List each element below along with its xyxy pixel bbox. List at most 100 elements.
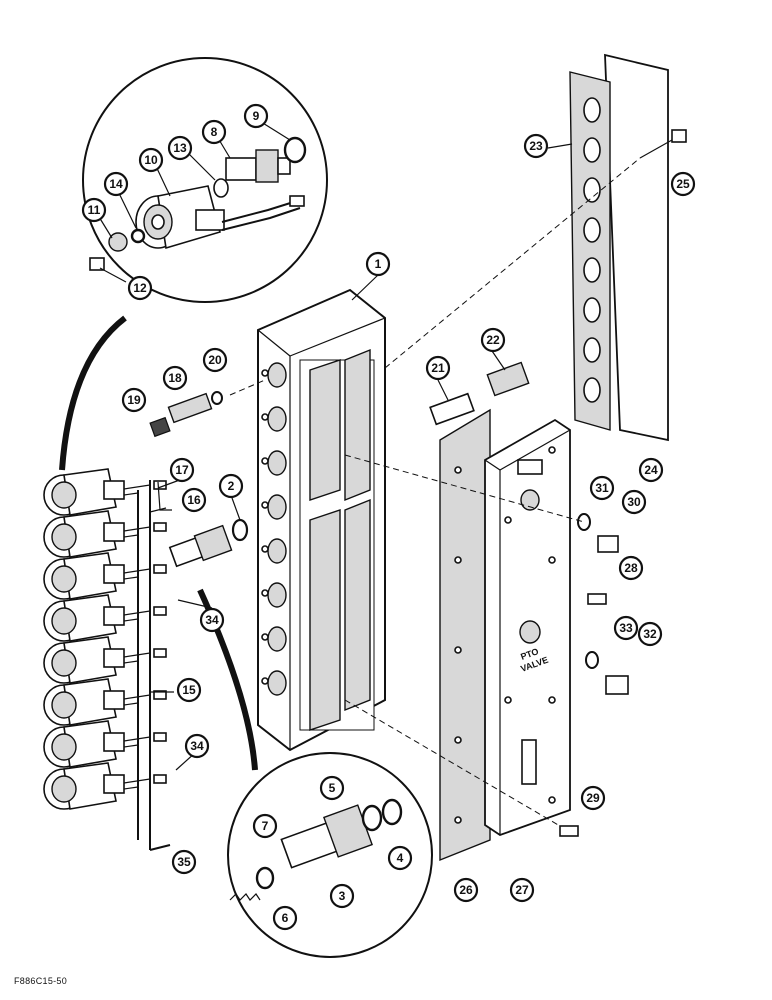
callout-text: 28 <box>624 561 638 575</box>
callout-c8: 8 <box>201 119 227 145</box>
callout-text: 11 <box>88 203 101 217</box>
solenoid <box>43 762 167 810</box>
callout-c28: 28 <box>618 555 644 581</box>
callout-text: 4 <box>397 851 404 865</box>
callout-text: 22 <box>486 333 500 347</box>
port <box>267 494 287 520</box>
callout-c31: 31 <box>589 475 615 501</box>
plate-hole <box>548 796 556 804</box>
spool-assembly-and-fittings <box>149 361 629 837</box>
solenoid <box>43 678 167 726</box>
callout-c22: 22 <box>480 327 506 353</box>
callout-text: 8 <box>211 125 218 139</box>
port <box>267 626 287 652</box>
gasket-hole <box>583 137 601 163</box>
callout-text: 33 <box>619 621 633 635</box>
port-pin <box>261 545 269 553</box>
valve-body <box>257 288 386 752</box>
plate-hole <box>454 646 462 654</box>
callout-c32: 32 <box>637 621 663 647</box>
callout-c27: 27 <box>509 877 535 903</box>
gasket-hole <box>583 177 601 203</box>
port-pin <box>261 413 269 421</box>
solenoid <box>43 510 167 558</box>
callout-text: 27 <box>515 883 529 897</box>
gasket-hole <box>583 257 601 283</box>
solenoid <box>43 552 167 600</box>
gasket-hole <box>583 217 601 243</box>
callout-c16: 16 <box>181 487 207 513</box>
callout-c18: 18 <box>162 365 188 391</box>
callout-text: 34 <box>190 739 204 753</box>
port <box>267 538 287 564</box>
callout-c5: 5 <box>319 775 345 801</box>
solenoid-bank <box>43 468 172 851</box>
callout-text: 29 <box>586 791 600 805</box>
gasket-and-cover-plate-upper <box>569 53 687 442</box>
callout-c20: 20 <box>202 347 228 373</box>
callout-c30: 30 <box>621 489 647 515</box>
callout-text: 9 <box>253 109 260 123</box>
callout-text: 24 <box>644 463 658 477</box>
solenoid <box>43 636 167 684</box>
gasket-hole <box>583 297 601 323</box>
solenoid <box>43 468 167 516</box>
callout-c19: 19 <box>121 387 147 413</box>
plate-hole <box>454 736 462 744</box>
port-pin <box>261 589 269 597</box>
callout-text: 10 <box>144 153 158 167</box>
callout-text: 23 <box>529 139 543 153</box>
callout-c21: 21 <box>425 355 451 381</box>
plate-hole <box>548 446 556 454</box>
callout-c10: 10 <box>138 147 164 173</box>
callout-c15: 15 <box>176 677 202 703</box>
callout-c1: 1 <box>365 251 391 277</box>
callout-c14: 14 <box>103 171 129 197</box>
callout-text: 17 <box>175 463 189 477</box>
callout-c6: 6 <box>272 905 298 931</box>
callout-c23: 23 <box>523 133 549 159</box>
callout-c17: 17 <box>169 457 195 483</box>
callout-c35: 35 <box>171 849 197 875</box>
callout-text: 18 <box>168 371 182 385</box>
callout-text: 15 <box>182 683 196 697</box>
callout-text: 16 <box>187 493 201 507</box>
callout-text: 20 <box>208 353 222 367</box>
callout-c12: 12 <box>127 275 153 301</box>
callout-text: 2 <box>228 479 235 493</box>
callout-text: 21 <box>431 361 445 375</box>
solenoid <box>43 594 167 642</box>
port <box>267 450 287 476</box>
gasket-hole <box>583 97 601 123</box>
gasket-hole <box>583 377 601 403</box>
callout-text: 25 <box>676 177 690 191</box>
callout-text: 30 <box>627 495 641 509</box>
callout-text: 5 <box>329 781 336 795</box>
spool-detail-view <box>227 752 433 958</box>
port <box>267 362 287 388</box>
port-pin <box>261 457 269 465</box>
plate-hole <box>454 466 462 474</box>
plate-hole <box>454 556 462 564</box>
plate-hole <box>548 556 556 564</box>
callout-c33: 33 <box>613 615 639 641</box>
callout-c29: 29 <box>580 785 606 811</box>
callout-c34b: 34 <box>184 733 210 759</box>
figure-code: F886C15-50 <box>14 976 68 986</box>
callout-text: 31 <box>595 481 609 495</box>
callout-text: 7 <box>262 819 269 833</box>
callout-c2: 2 <box>218 473 244 499</box>
callout-text: 13 <box>173 141 187 155</box>
callout-text: 32 <box>643 627 657 641</box>
callout-c24: 24 <box>638 457 664 483</box>
callout-text: 34 <box>205 613 219 627</box>
callout-c26: 26 <box>453 877 479 903</box>
callout-text: 26 <box>459 883 473 897</box>
plate-hole <box>504 696 512 704</box>
callout-c3: 3 <box>329 883 355 909</box>
callout-text: 19 <box>127 393 141 407</box>
port-pin <box>261 677 269 685</box>
callout-c34a: 34 <box>199 607 225 633</box>
